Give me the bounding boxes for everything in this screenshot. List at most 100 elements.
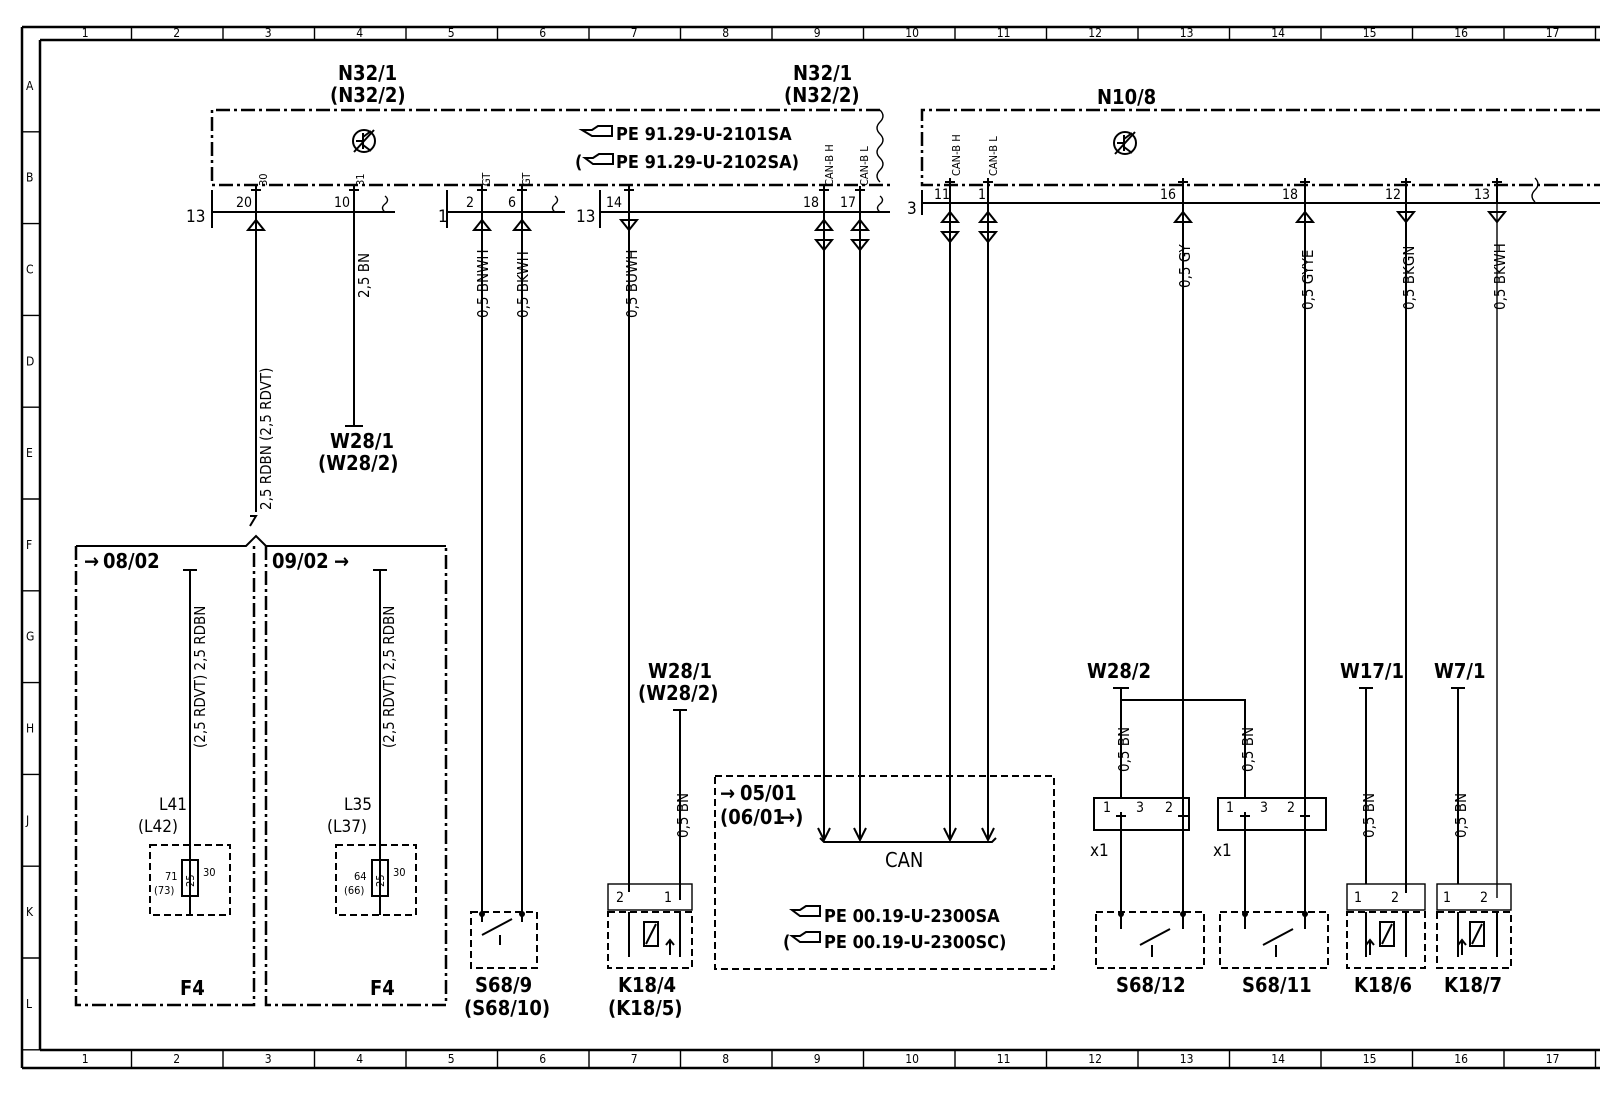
relay-k18-6: W17/1 0,5 BN 1 2 K18/6 [1340,659,1426,997]
k18-6-pin-2: 2 [1391,890,1399,906]
k18-7-name: K18/7 [1444,973,1502,997]
w28-2-branch: W28/2 0,5 BN 0,5 BN 1 3 2 x1 1 3 2 x1 [1087,659,1327,912]
w7-1-name: W7/1 [1434,659,1485,683]
w28-2-name: W28/2 [1087,659,1151,683]
grid-col-label: 16 [1454,26,1468,40]
fuse-left-pin-b: (73) [154,884,174,897]
pointing-hand-icon [789,931,821,943]
connector-bars: 13 1 13 3 [186,190,1600,228]
grid-col-label: 12 [1088,26,1102,40]
fuse-left-pin-a: 71 [165,870,178,883]
wire-bnwh: 0,5 BNWH [474,249,492,318]
f4-left-name: F4 [180,976,205,1000]
pin-18: 18 [803,195,819,211]
n10-name: N10/8 [1097,85,1156,109]
fuse-l42: (L42) [138,817,178,837]
pointing-hand-icon [789,905,821,917]
n32-module: N32/1 (N32/2) N32/1 (N32/2) PE 91.29-U-2… [210,61,890,187]
frame [20,25,1600,1070]
pin-n10-18: 18 [1282,187,1298,203]
fuse-left-term: 30 [203,866,216,879]
grid-col-label: 4 [356,26,363,40]
k18-4-alt: (K18/5) [608,996,683,1020]
term-can-l-n10: CAN-B L [987,136,1000,176]
grid-row-label: K [26,905,34,919]
pin-stubs [251,178,1502,212]
ref-top-2: PE 91.29-U-2102SA) [616,152,799,173]
transistor-icon [1113,131,1137,155]
fuse-l41: L41 [159,795,187,815]
fuse-left-amp: 25 [184,874,197,887]
ref-top-1: PE 91.29-U-2101SA [616,124,792,145]
pin-10: 10 [334,195,350,211]
w17-1-name: W17/1 [1340,659,1404,683]
grid-col-label: 13 [1180,1052,1194,1066]
switch-s68-11: S68/11 [1219,911,1329,997]
k18-4-name: K18/4 [618,973,676,997]
k18-4-pin-2: 2 [616,890,624,906]
wire-buwh: 0,5 BUWH [623,250,641,318]
grid-row-label: J [25,813,29,827]
pins-n10: 11 1 16 18 12 13 CAN-B H CAN-B L [934,134,1490,203]
f4-right-ref-arrow: → [334,549,349,573]
can-box: → 05/01 (06/01 →) CAN PE 00.19-U-2300SA … [714,775,1055,970]
pin-n10-13: 13 [1474,187,1490,203]
switch-s68-12: S68/12 [1095,911,1205,997]
grid-col-label: 2 [173,26,180,40]
x1-a-pin-2: 2 [1165,800,1173,816]
term-31: 31 [354,173,367,186]
x1-b-pin-3: 3 [1260,800,1268,816]
fuse-right-pin-b: (66) [344,884,364,897]
grid-col-label: 5 [448,1052,455,1066]
grid-col-label: 14 [1271,1052,1285,1066]
k18-7-pin-1: 1 [1443,890,1451,906]
pointing-hand-icon [578,125,613,137]
wire-gyye: 0,5 GYYE [1299,250,1317,310]
wire-rdbn-main: 2,5 RDBN (2,5 RDVT) [257,368,275,510]
term-gt-2: GT [520,172,533,186]
s68-9-name: S68/9 [475,973,532,997]
grid-row-label: G [26,630,34,644]
s68-12-name: S68/12 [1116,973,1186,997]
grid-col-label: 1 [82,26,89,40]
wire-f4l: (2,5 RDVT) 2,5 RDBN [191,606,209,748]
x1-a-pin-3: 3 [1136,800,1144,816]
wire-bkwh-2: 0,5 BKWH [1491,243,1509,310]
grid-col-label: 6 [539,26,546,40]
fuse-right-pin-a: 64 [354,870,367,883]
fuse-l37: (L37) [327,817,367,837]
grid-row-label: L [26,997,32,1011]
grid-row-label: A [26,79,34,93]
grid-col-label: 10 [905,1052,919,1066]
grid-col-label: 15 [1363,26,1377,40]
fuse-l35: L35 [344,795,372,815]
w28-1-mid-name: W28/1 [648,659,712,683]
grid-row-label: E [26,446,33,460]
s68-11-name: S68/11 [1242,973,1312,997]
conn-n32-left-id: 13 [186,207,205,227]
x1-b-pin-2: 2 [1287,800,1295,816]
grid-row-label: D [26,354,34,368]
grid-ticks [22,27,1597,1068]
n10-module: N10/8 [920,85,1600,203]
f4-block: → 08/02 09/02 → (2,5 RDVT) 2,5 RDBN (2,5… [74,534,448,1007]
ref-top-2-prefix: ( [575,152,582,173]
ref-can-2: PE 00.19-U-2300SC) [824,932,1006,953]
pin-14: 14 [606,195,622,211]
wire-labels-n10: 0,5 GY 0,5 GYYE 0,5 BKGN 0,5 BKWH [1176,243,1509,310]
pin-2: 2 [466,195,474,211]
grid-col-label: 15 [1363,1052,1377,1066]
grid-col-label: 1 [82,1052,89,1066]
ref-can-1: PE 00.19-U-2300SA [824,906,1000,927]
can-ref-arrow: → [720,781,735,805]
wires-n32 [245,212,871,912]
can-ref-alt: (06/01 [720,805,785,829]
grid-col-label: 5 [448,26,455,40]
term-gt-1: GT [480,172,493,186]
grid-col-label: 11 [997,26,1011,40]
n32-name-mid: N32/1 [793,61,852,85]
fuse-right-amp: 25 [374,874,387,887]
grid-col-label: 17 [1546,26,1560,40]
grid-col-label: 9 [814,26,821,40]
